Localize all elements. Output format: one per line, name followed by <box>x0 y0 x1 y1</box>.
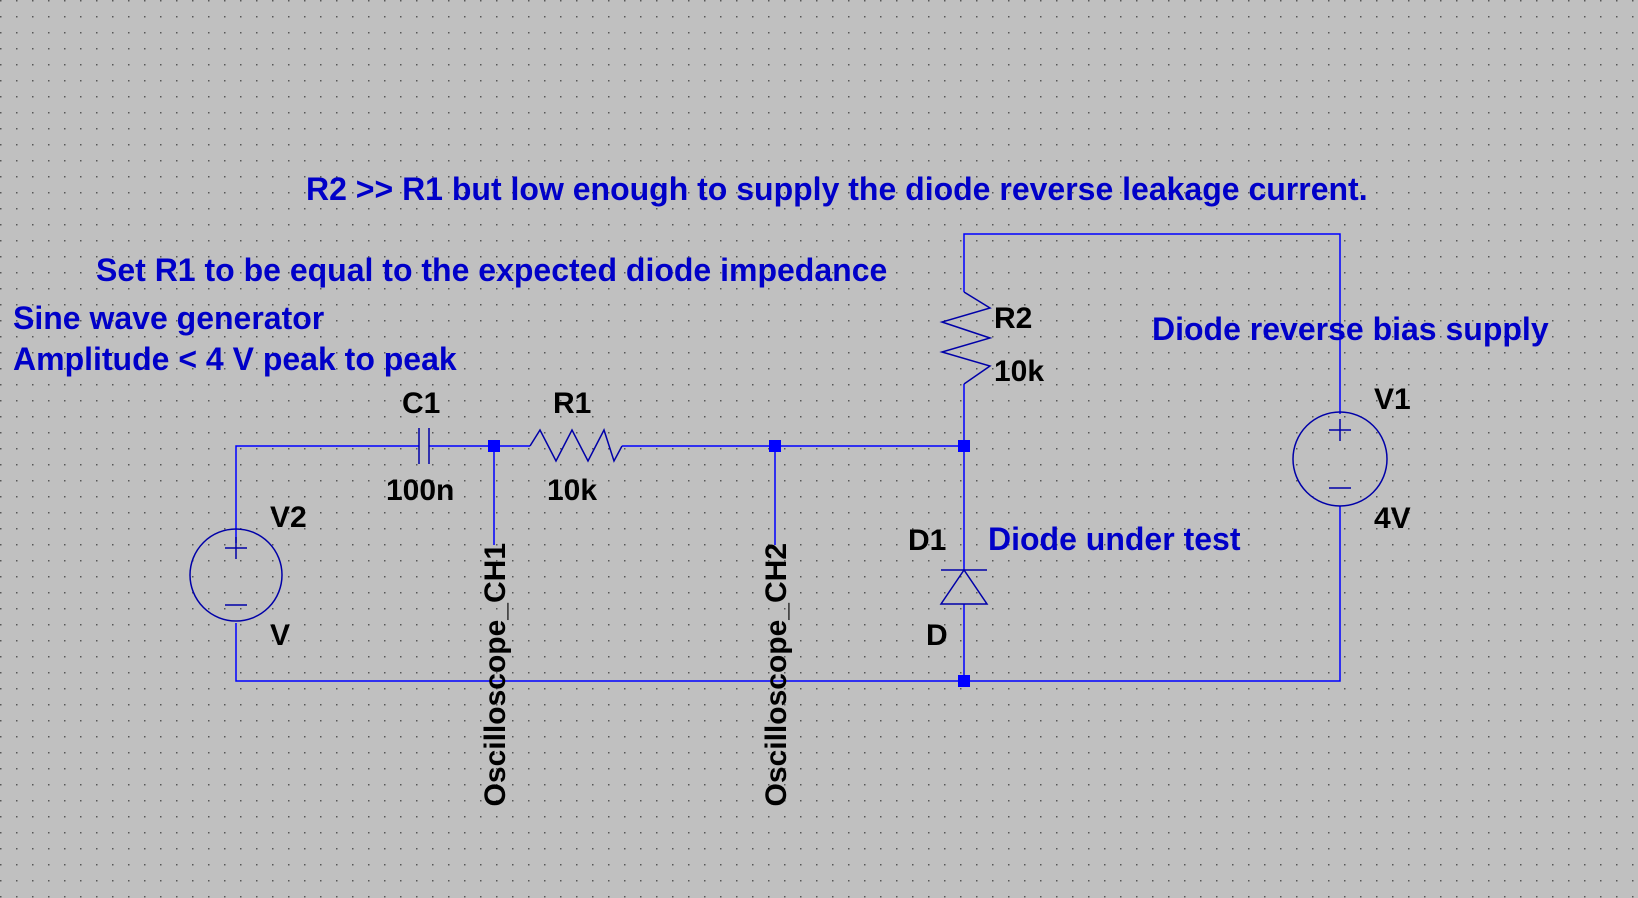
note-r1-setting: Set R1 to be equal to the expected diode… <box>96 252 887 288</box>
d1-name-label[interactable]: D1 <box>908 524 946 557</box>
voltage-source-icon[interactable] <box>189 528 283 622</box>
note-diode-under-test: Diode under test <box>988 521 1241 557</box>
junction-dot-icon <box>769 440 781 452</box>
wires <box>235 233 1341 682</box>
r2-value-label[interactable]: 10k <box>994 355 1044 388</box>
junction-dot-icon <box>488 440 500 452</box>
wire-r2-top-v1[interactable] <box>963 233 1341 414</box>
resistor-icon[interactable] <box>529 428 623 463</box>
c1-name-label[interactable]: C1 <box>402 387 440 420</box>
junction-dot-icon <box>958 440 970 452</box>
d1-value-label[interactable]: D <box>926 619 948 652</box>
v1-value-label[interactable]: 4V <box>1374 502 1411 535</box>
r2-name-label[interactable]: R2 <box>994 302 1032 335</box>
note-generator-amplitude: Amplitude < 4 V peak to peak <box>13 341 457 377</box>
c1-value-label[interactable]: 100n <box>386 474 454 507</box>
v2-value-label[interactable]: V <box>270 619 290 652</box>
note-r2-requirement: R2 >> R1 but low enough to supply the di… <box>306 171 1368 207</box>
v1-name-label[interactable]: V1 <box>1374 383 1411 416</box>
r1-name-label[interactable]: R1 <box>553 387 591 420</box>
resistor-icon[interactable] <box>939 291 993 385</box>
wire-top-v2-c1[interactable] <box>235 445 419 543</box>
v2-name-label[interactable]: V2 <box>270 501 307 534</box>
diode-icon[interactable] <box>939 568 989 605</box>
net-label-oscilloscope-ch1[interactable]: Oscilloscope_CH1 <box>479 543 512 806</box>
capacitor-icon[interactable] <box>418 428 430 464</box>
note-reverse-supply: Diode reverse bias supply <box>1152 311 1549 347</box>
junction-dot-icon <box>958 675 970 687</box>
note-generator-title: Sine wave generator <box>13 300 324 336</box>
net-label-oscilloscope-ch2[interactable]: Oscilloscope_CH2 <box>760 543 793 806</box>
r1-value-label[interactable]: 10k <box>547 474 597 507</box>
wire-bottom[interactable] <box>235 506 1341 682</box>
voltage-source-icon[interactable] <box>1292 411 1388 507</box>
